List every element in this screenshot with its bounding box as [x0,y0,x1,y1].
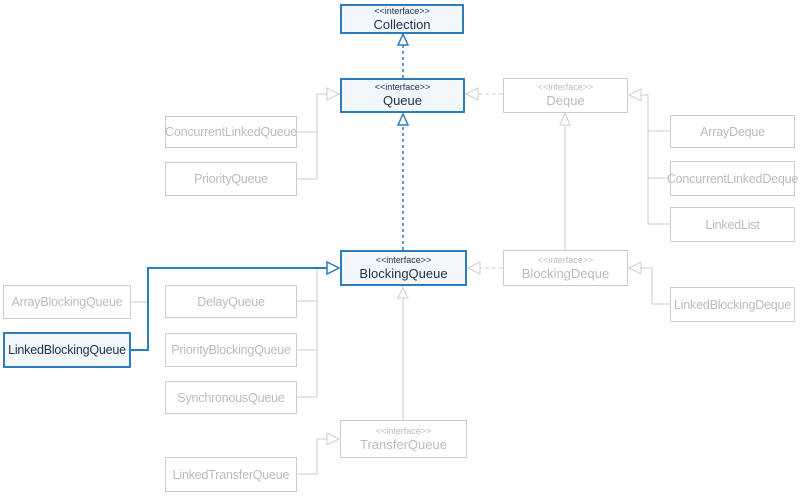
node-label: SynchronousQueue [177,390,285,405]
node-label: TransferQueue [360,436,447,452]
node-array-blocking-queue[interactable]: ArrayBlockingQueue [3,285,131,319]
node-label: Collection [373,16,431,32]
node-linked-blocking-deque[interactable]: LinkedBlockingDeque [670,287,795,322]
stereotype-label: <<interface>> [537,254,594,265]
node-label: LinkedTransferQueue [172,467,290,482]
node-label: Queue [382,93,423,108]
arrowhead-queue-bottom-blue [396,112,410,126]
node-array-deque[interactable]: ArrayDeque [670,115,795,148]
arrowhead-blockingqueue-right [466,261,481,275]
node-label: DelayQueue [197,294,265,309]
node-label: PriorityBlockingQueue [171,343,291,357]
node-label: LinkedList [705,217,760,232]
node-delay-queue[interactable]: DelayQueue [165,285,297,318]
edges-muted [131,93,670,475]
node-label: ArrayDeque [700,124,765,139]
arrowhead-collection-bottom [396,32,410,46]
node-concurrent-linked-deque[interactable]: ConcurrentLinkedDeque [666,161,799,196]
arrowheads-highlighted [326,32,410,276]
node-transfer-queue[interactable]: <<interface>> TransferQueue [340,420,467,458]
node-label: ArrayBlockingQueue [11,295,123,309]
arrowhead-blockingqueue-bottom [397,285,409,299]
edge-linkedtransferqueue-transferqueue [297,438,327,475]
arrowhead-blockingqueue-left-blue [326,260,341,276]
arrowheads-muted [326,87,642,446]
stereotype-label: <<interface>> [375,425,432,436]
stereotype-label: <<interface>> [374,5,430,16]
arrowhead-deque-bottom [559,111,571,126]
node-label: LinkedBlockingDeque [673,297,792,312]
arrowhead-queue-right [464,87,479,101]
edge-linkedblockingdeque-blockingdeque [641,267,670,305]
node-blocking-queue[interactable]: <<interface>> BlockingQueue [340,250,467,286]
edge-queueimpls-queue [297,93,327,180]
node-label: PriorityQueue [194,172,268,186]
node-concurrent-linked-queue[interactable]: ConcurrentLinkedQueue [165,116,297,148]
arrowhead-queue-left [326,87,341,101]
node-label: BlockingQueue [359,265,448,281]
edge-blockingimpls-blockingqueue [297,268,318,398]
node-label: BlockingDeque [521,265,610,281]
node-label: Deque [546,93,585,108]
node-deque[interactable]: <<interface>> Deque [503,78,628,113]
arrowhead-deque-right [627,88,642,102]
node-priority-queue[interactable]: PriorityQueue [165,162,297,196]
node-label: ConcurrentLinkedDeque [666,171,799,186]
node-queue[interactable]: <<interface>> Queue [340,78,465,113]
arrowhead-transferqueue-left [326,432,341,446]
node-linked-transfer-queue[interactable]: LinkedTransferQueue [165,457,297,492]
node-blocking-deque[interactable]: <<interface>> BlockingDeque [503,250,628,286]
node-collection[interactable]: <<interface>> Collection [340,4,464,34]
edge-dequeimpls-deque [641,94,670,225]
edge-linkedblockingqueue-blockingqueue [131,267,327,351]
node-label: LinkedBlockingQueue [8,343,126,357]
stereotype-label: <<interface>> [374,82,431,92]
stereotype-label: <<interface>> [375,254,432,265]
edges-highlighted [131,45,404,351]
node-label: ConcurrentLinkedQueue [165,125,298,139]
arrowhead-blockingdeque-right [627,261,642,275]
node-linked-list[interactable]: LinkedList [670,207,795,242]
stereotype-label: <<interface>> [537,82,594,92]
node-linked-blocking-queue[interactable]: LinkedBlockingQueue [3,332,131,368]
node-synchronous-queue[interactable]: SynchronousQueue [165,381,297,414]
node-priority-blocking-queue[interactable]: PriorityBlockingQueue [165,333,297,367]
